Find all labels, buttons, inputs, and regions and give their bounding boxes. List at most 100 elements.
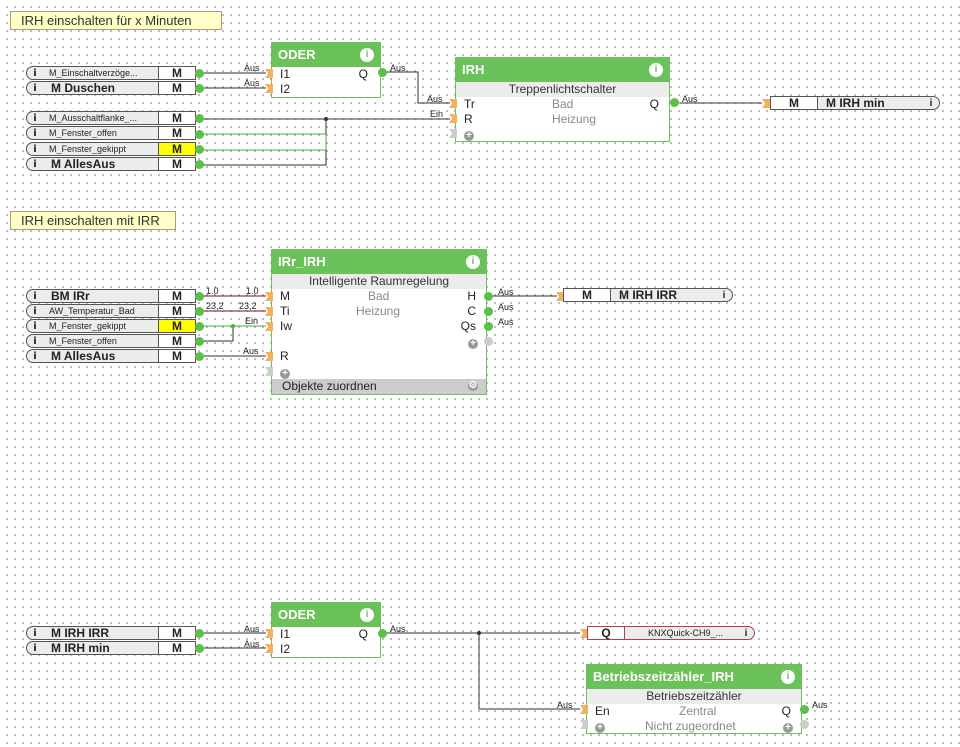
info-icon[interactable]: i — [929, 97, 933, 109]
input-pin[interactable] — [265, 69, 273, 78]
info-icon[interactable]: i — [33, 335, 37, 347]
output-port[interactable] — [195, 69, 204, 78]
output-port[interactable] — [195, 114, 204, 123]
info-icon[interactable]: i — [722, 289, 726, 301]
output-port[interactable] — [195, 292, 204, 301]
info-icon[interactable]: i — [360, 48, 374, 62]
comment-section-2[interactable]: IRH einschalten mit IRR — [10, 211, 176, 230]
object-marker: M — [158, 127, 195, 140]
output-port[interactable] — [195, 160, 204, 169]
info-icon[interactable]: i — [744, 627, 748, 639]
output-port[interactable] — [484, 322, 493, 331]
output-port[interactable] — [378, 629, 387, 638]
input-pin[interactable] — [580, 629, 588, 638]
input-label: R — [464, 112, 473, 126]
input-pin[interactable] — [762, 99, 770, 108]
output-port[interactable] — [484, 337, 493, 346]
output-port[interactable] — [195, 644, 204, 653]
add-output-icon[interactable]: + — [783, 723, 793, 733]
info-icon[interactable]: i — [33, 642, 37, 654]
output-port[interactable] — [670, 98, 679, 107]
input-pin[interactable] — [265, 307, 273, 316]
settings-icon[interactable]: ⚙ — [468, 380, 478, 391]
input-pin[interactable] — [449, 99, 457, 108]
input-pin[interactable] — [556, 292, 564, 301]
input-pin[interactable] — [265, 367, 273, 376]
add-input-icon[interactable]: + — [464, 131, 474, 141]
info-icon[interactable]: i — [33, 82, 37, 94]
info-icon[interactable]: i — [33, 127, 37, 139]
input-pin[interactable] — [265, 84, 273, 93]
output-port[interactable] — [800, 720, 809, 729]
info-icon[interactable]: i — [33, 112, 37, 124]
add-output-icon[interactable]: + — [468, 339, 478, 349]
output-port[interactable] — [195, 322, 204, 331]
input-label: Iw — [280, 319, 292, 333]
info-icon[interactable]: i — [360, 608, 374, 622]
footer-label: Objekte zuordnen — [282, 379, 377, 393]
input-pin[interactable] — [265, 644, 273, 653]
output-port[interactable] — [378, 68, 387, 77]
input-pin[interactable] — [265, 629, 273, 638]
info-icon[interactable]: i — [33, 350, 37, 362]
info-icon[interactable]: i — [33, 143, 37, 155]
output-port[interactable] — [195, 145, 204, 154]
output-port[interactable] — [195, 629, 204, 638]
output-port[interactable] — [484, 292, 493, 301]
input-pin[interactable] — [449, 114, 457, 123]
comment-section-1[interactable]: IRH einschalten für x Minuten — [10, 11, 222, 30]
output-port[interactable] — [195, 130, 204, 139]
input-pin[interactable] — [580, 705, 588, 714]
input-label: En — [595, 704, 610, 718]
input-pin[interactable] — [265, 292, 273, 301]
input-pin[interactable] — [265, 352, 273, 361]
info-icon[interactable]: i — [649, 63, 663, 77]
output-port[interactable] — [195, 337, 204, 346]
info-icon[interactable]: i — [781, 670, 795, 684]
info-icon[interactable]: i — [33, 320, 37, 332]
output-label: Q — [781, 704, 791, 718]
info-icon[interactable]: i — [33, 627, 37, 639]
add-input-icon[interactable]: + — [280, 369, 290, 379]
input-pin[interactable] — [265, 322, 273, 331]
output-port[interactable] — [484, 307, 493, 316]
info-icon[interactable]: i — [466, 255, 480, 269]
object-marker: M — [158, 112, 195, 125]
output-port[interactable] — [800, 705, 809, 714]
info-icon[interactable]: i — [33, 67, 37, 79]
info-icon[interactable]: i — [33, 290, 37, 302]
output-port[interactable] — [195, 307, 204, 316]
output-port[interactable] — [195, 84, 204, 93]
wire-label: Ein — [245, 316, 259, 326]
object-name: M_Fenster_gekippt — [49, 321, 127, 331]
object-name: KNXQuick-CH9_... — [647, 628, 724, 638]
assign-objects-footer[interactable]: Objekte zuordnen ⚙ — [272, 379, 486, 394]
add-input-icon[interactable]: + — [595, 723, 605, 733]
input-pin[interactable] — [449, 129, 457, 138]
info-icon[interactable]: i — [33, 305, 37, 317]
info-icon[interactable]: i — [33, 158, 37, 170]
output-port[interactable] — [195, 352, 204, 361]
input-pin[interactable] — [580, 720, 588, 729]
